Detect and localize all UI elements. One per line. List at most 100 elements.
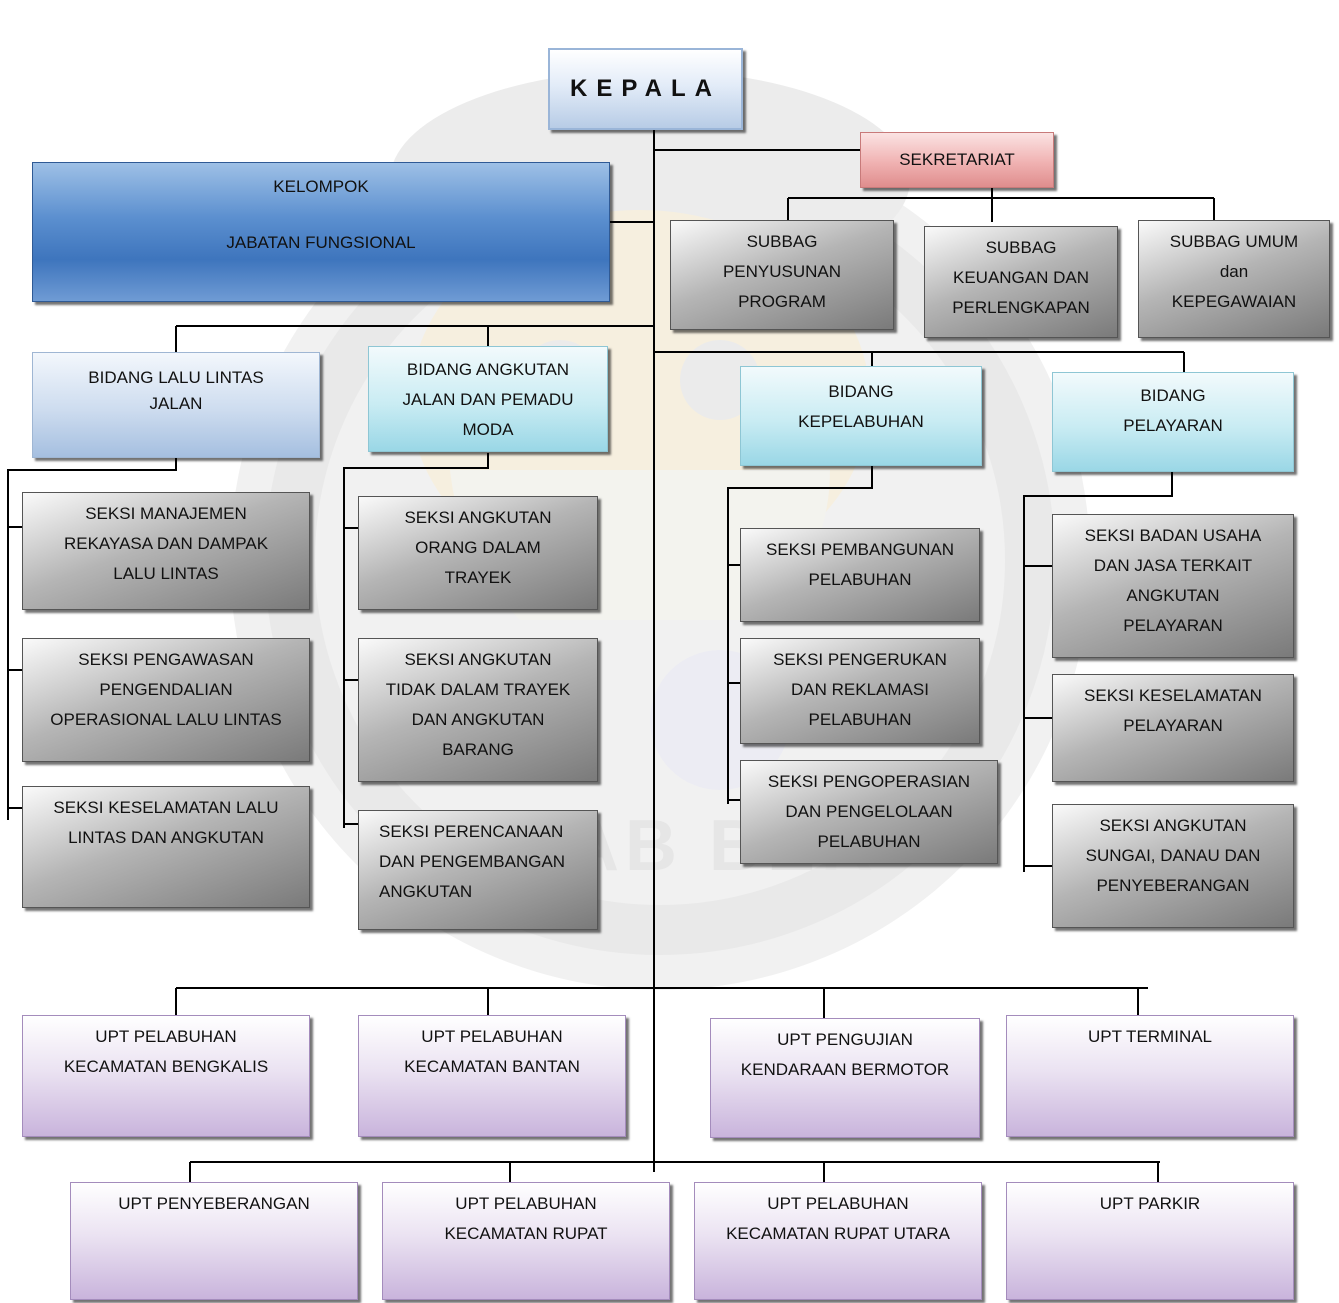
- subbag-3-line-2: dan: [1219, 262, 1249, 281]
- seksi-ll-2-line-2: PENGENDALIAN: [99, 680, 233, 699]
- subbag-1-line-2: PENYUSUNAN: [722, 262, 842, 281]
- seksi-ang-3-line-1: SEKSI PERENCANAAN: [379, 822, 564, 841]
- upt-terminal-box: UPT TERMINAL: [1006, 1015, 1294, 1137]
- seksi-ang-2-line-4: BARANG: [442, 740, 514, 759]
- seksi-ll-1-line-1: SEKSI MANAJEMEN: [85, 504, 247, 523]
- upt-pelabuhan-rupat-box: UPT PELABUHAN KECAMATAN RUPAT: [382, 1182, 670, 1300]
- seksi-pel-2-line-1: SEKSI PENGERUKAN: [773, 650, 947, 669]
- seksi-manajemen-rekayasa-box: SEKSI MANAJEMEN REKAYASA DAN DAMPAK LALU…: [22, 492, 310, 610]
- seksi-ll-3-line-2: LINTAS DAN ANGKUTAN: [68, 828, 264, 847]
- fungsional-line-1: KELOMPOK: [273, 177, 369, 196]
- bidang-4-line-1: BIDANG: [1140, 386, 1206, 405]
- upt1-1-line-1: UPT PELABUHAN: [95, 1027, 237, 1046]
- subbag-1-line-1: SUBBAG: [746, 232, 818, 251]
- seksi-pel-3-line-3: PELABUHAN: [817, 832, 921, 851]
- seksi-angkutan-tidak-dalam-trayek-box: SEKSI ANGKUTAN TIDAK DALAM TRAYEK DAN AN…: [358, 638, 598, 782]
- bidang-2-line-3: MODA: [462, 420, 514, 439]
- upt2-2-line-2: KECAMATAN RUPAT: [444, 1224, 608, 1243]
- upt-pelabuhan-bantan-box: UPT PELABUHAN KECAMATAN BANTAN: [358, 1015, 626, 1137]
- upt1-3-line-2: KENDARAAN BERMOTOR: [740, 1060, 950, 1079]
- seksi-ll-1-line-3: LALU LINTAS: [113, 564, 219, 583]
- seksi-lay-1-line-2: DAN JASA TERKAIT: [1093, 556, 1253, 575]
- bidang-1-line-1: BIDANG LALU LINTAS: [88, 368, 264, 387]
- bidang-pelayaran-box: BIDANG PELAYARAN: [1052, 372, 1294, 472]
- subbag-penyusunan-program-box: SUBBAG PENYUSUNAN PROGRAM: [670, 220, 894, 330]
- upt1-3-line-1: UPT PENGUJIAN: [777, 1030, 913, 1049]
- kepala-label: KEPALA: [570, 75, 721, 102]
- subbag-keuangan-box: SUBBAG KEUANGAN DAN PERLENGKAPAN: [924, 226, 1118, 338]
- bidang-3-line-1: BIDANG: [828, 382, 894, 401]
- subbag-3-line-3: KEPEGAWAIAN: [1171, 292, 1297, 311]
- subbag-2-line-2: KEUANGAN DAN: [952, 268, 1090, 287]
- seksi-ang-2-line-1: SEKSI ANGKUTAN: [404, 650, 552, 669]
- fungsional-line-2: JABATAN FUNGSIONAL: [226, 233, 416, 252]
- seksi-ang-2-line-2: TIDAK DALAM TRAYEK: [385, 680, 571, 699]
- bidang-2-line-1: BIDANG ANGKUTAN: [406, 360, 570, 379]
- seksi-keselamatan-pelayaran-box: SEKSI KESELAMATAN PELAYARAN: [1052, 674, 1294, 782]
- upt1-4-line-1: UPT TERMINAL: [1087, 1027, 1213, 1046]
- subbag-2-line-1: SUBBAG: [985, 238, 1057, 257]
- sekretariat-label: SEKRETARIAT: [899, 150, 1015, 169]
- seksi-lay-1-line-1: SEKSI BADAN USAHA: [1084, 526, 1262, 545]
- seksi-perencanaan-box: SEKSI PERENCANAAN DAN PENGEMBANGAN ANGKU…: [358, 810, 598, 930]
- bidang-4-line-2: PELAYARAN: [1123, 416, 1223, 435]
- upt2-2-line-1: UPT PELABUHAN: [455, 1194, 597, 1213]
- seksi-pengerukan-box: SEKSI PENGERUKAN DAN REKLAMASI PELABUHAN: [740, 638, 980, 744]
- upt-penyeberangan-box: UPT PENYEBERANGAN: [70, 1182, 358, 1300]
- seksi-angkutan-orang-box: SEKSI ANGKUTAN ORANG DALAM TRAYEK: [358, 496, 598, 610]
- upt2-3-line-2: KECAMATAN RUPAT UTARA: [726, 1224, 950, 1243]
- seksi-lay-1-line-3: ANGKUTAN: [1126, 586, 1220, 605]
- seksi-ll-3-line-1: SEKSI KESELAMATAN LALU: [53, 798, 279, 817]
- seksi-pel-3-line-1: SEKSI PENGOPERASIAN: [767, 772, 971, 791]
- seksi-ll-2-line-1: SEKSI PENGAWASAN: [78, 650, 254, 669]
- upt1-1-line-2: KECAMATAN BENGKALIS: [63, 1057, 269, 1076]
- sekretariat-box: SEKRETARIAT: [860, 132, 1054, 188]
- seksi-ang-1-line-2: ORANG DALAM: [415, 538, 541, 557]
- seksi-pembangunan-pelabuhan-box: SEKSI PEMBANGUNAN PELABUHAN: [740, 528, 980, 622]
- subbag-3-line-1: SUBBAG UMUM: [1169, 232, 1299, 251]
- seksi-lay-3-line-1: SEKSI ANGKUTAN: [1099, 816, 1247, 835]
- seksi-lay-2-line-1: SEKSI KESELAMATAN: [1084, 686, 1262, 705]
- seksi-lay-1-line-4: PELAYARAN: [1123, 616, 1223, 635]
- seksi-ang-1-line-3: TRAYEK: [444, 568, 512, 587]
- subbag-2-line-3: PERLENGKAPAN: [952, 298, 1090, 317]
- seksi-lay-3-line-3: PENYEBERANGAN: [1096, 876, 1250, 895]
- upt-pelabuhan-rupat-utara-box: UPT PELABUHAN KECAMATAN RUPAT UTARA: [694, 1182, 982, 1300]
- seksi-pel-2-line-3: PELABUHAN: [808, 710, 912, 729]
- bidang-lalu-lintas-box: BIDANG LALU LINTAS JALAN: [32, 352, 320, 458]
- bidang-kepelabuhan-box: BIDANG KEPELABUHAN: [740, 366, 982, 466]
- upt-pengujian-kendaraan-box: UPT PENGUJIAN KENDARAAN BERMOTOR: [710, 1018, 980, 1138]
- subbag-1-line-3: PROGRAM: [738, 292, 826, 311]
- upt-pelabuhan-bengkalis-box: UPT PELABUHAN KECAMATAN BENGKALIS: [22, 1015, 310, 1137]
- seksi-pel-1-line-1: SEKSI PEMBANGUNAN: [766, 540, 954, 559]
- seksi-lay-2-line-2: PELAYARAN: [1123, 716, 1223, 735]
- seksi-ll-2-line-3: OPERASIONAL LALU LINTAS: [50, 710, 282, 729]
- upt2-3-line-1: UPT PELABUHAN: [767, 1194, 909, 1213]
- seksi-pengawasan-box: SEKSI PENGAWASAN PENGENDALIAN OPERASIONA…: [22, 638, 310, 762]
- bidang-angkutan-box: BIDANG ANGKUTAN JALAN DAN PEMADU MODA: [368, 346, 608, 452]
- kepala-box: KEPALA: [548, 48, 743, 130]
- seksi-ang-2-line-3: DAN ANGKUTAN: [411, 710, 545, 729]
- upt2-1-line-1: UPT PENYEBERANGAN: [118, 1194, 310, 1213]
- bidang-1-line-2: JALAN: [149, 394, 203, 413]
- seksi-pel-3-line-2: DAN PENGELOLAAN: [785, 802, 953, 821]
- seksi-ang-3-line-2: DAN PENGEMBANGAN: [379, 852, 566, 871]
- subbag-umum-box: SUBBAG UMUM dan KEPEGAWAIAN: [1138, 220, 1330, 338]
- seksi-lay-3-line-2: SUNGAI, DANAU DAN: [1085, 846, 1261, 865]
- seksi-angkutan-sungai-box: SEKSI ANGKUTAN SUNGAI, DANAU DAN PENYEBE…: [1052, 804, 1294, 928]
- seksi-pel-2-line-2: DAN REKLAMASI: [791, 680, 929, 699]
- bidang-3-line-2: KEPELABUHAN: [798, 412, 924, 431]
- seksi-pengoperasian-box: SEKSI PENGOPERASIAN DAN PENGELOLAAN PELA…: [740, 760, 998, 864]
- seksi-pel-1-line-2: PELABUHAN: [808, 570, 912, 589]
- upt1-2-line-1: UPT PELABUHAN: [421, 1027, 563, 1046]
- seksi-keselamatan-lalu-lintas-box: SEKSI KESELAMATAN LALU LINTAS DAN ANGKUT…: [22, 786, 310, 908]
- upt1-2-line-2: KECAMATAN BANTAN: [404, 1057, 580, 1076]
- seksi-ll-1-line-2: REKAYASA DAN DAMPAK: [63, 534, 269, 553]
- seksi-badan-usaha-box: SEKSI BADAN USAHA DAN JASA TERKAIT ANGKU…: [1052, 514, 1294, 658]
- upt2-4-line-1: UPT PARKIR: [1099, 1194, 1201, 1213]
- bidang-2-line-2: JALAN DAN PEMADU: [402, 390, 574, 409]
- jabatan-fungsional-box: KELOMPOK JABATAN FUNGSIONAL: [32, 162, 610, 302]
- upt-parkir-box: UPT PARKIR: [1006, 1182, 1294, 1300]
- seksi-ang-3-line-3: ANGKUTAN: [379, 882, 473, 901]
